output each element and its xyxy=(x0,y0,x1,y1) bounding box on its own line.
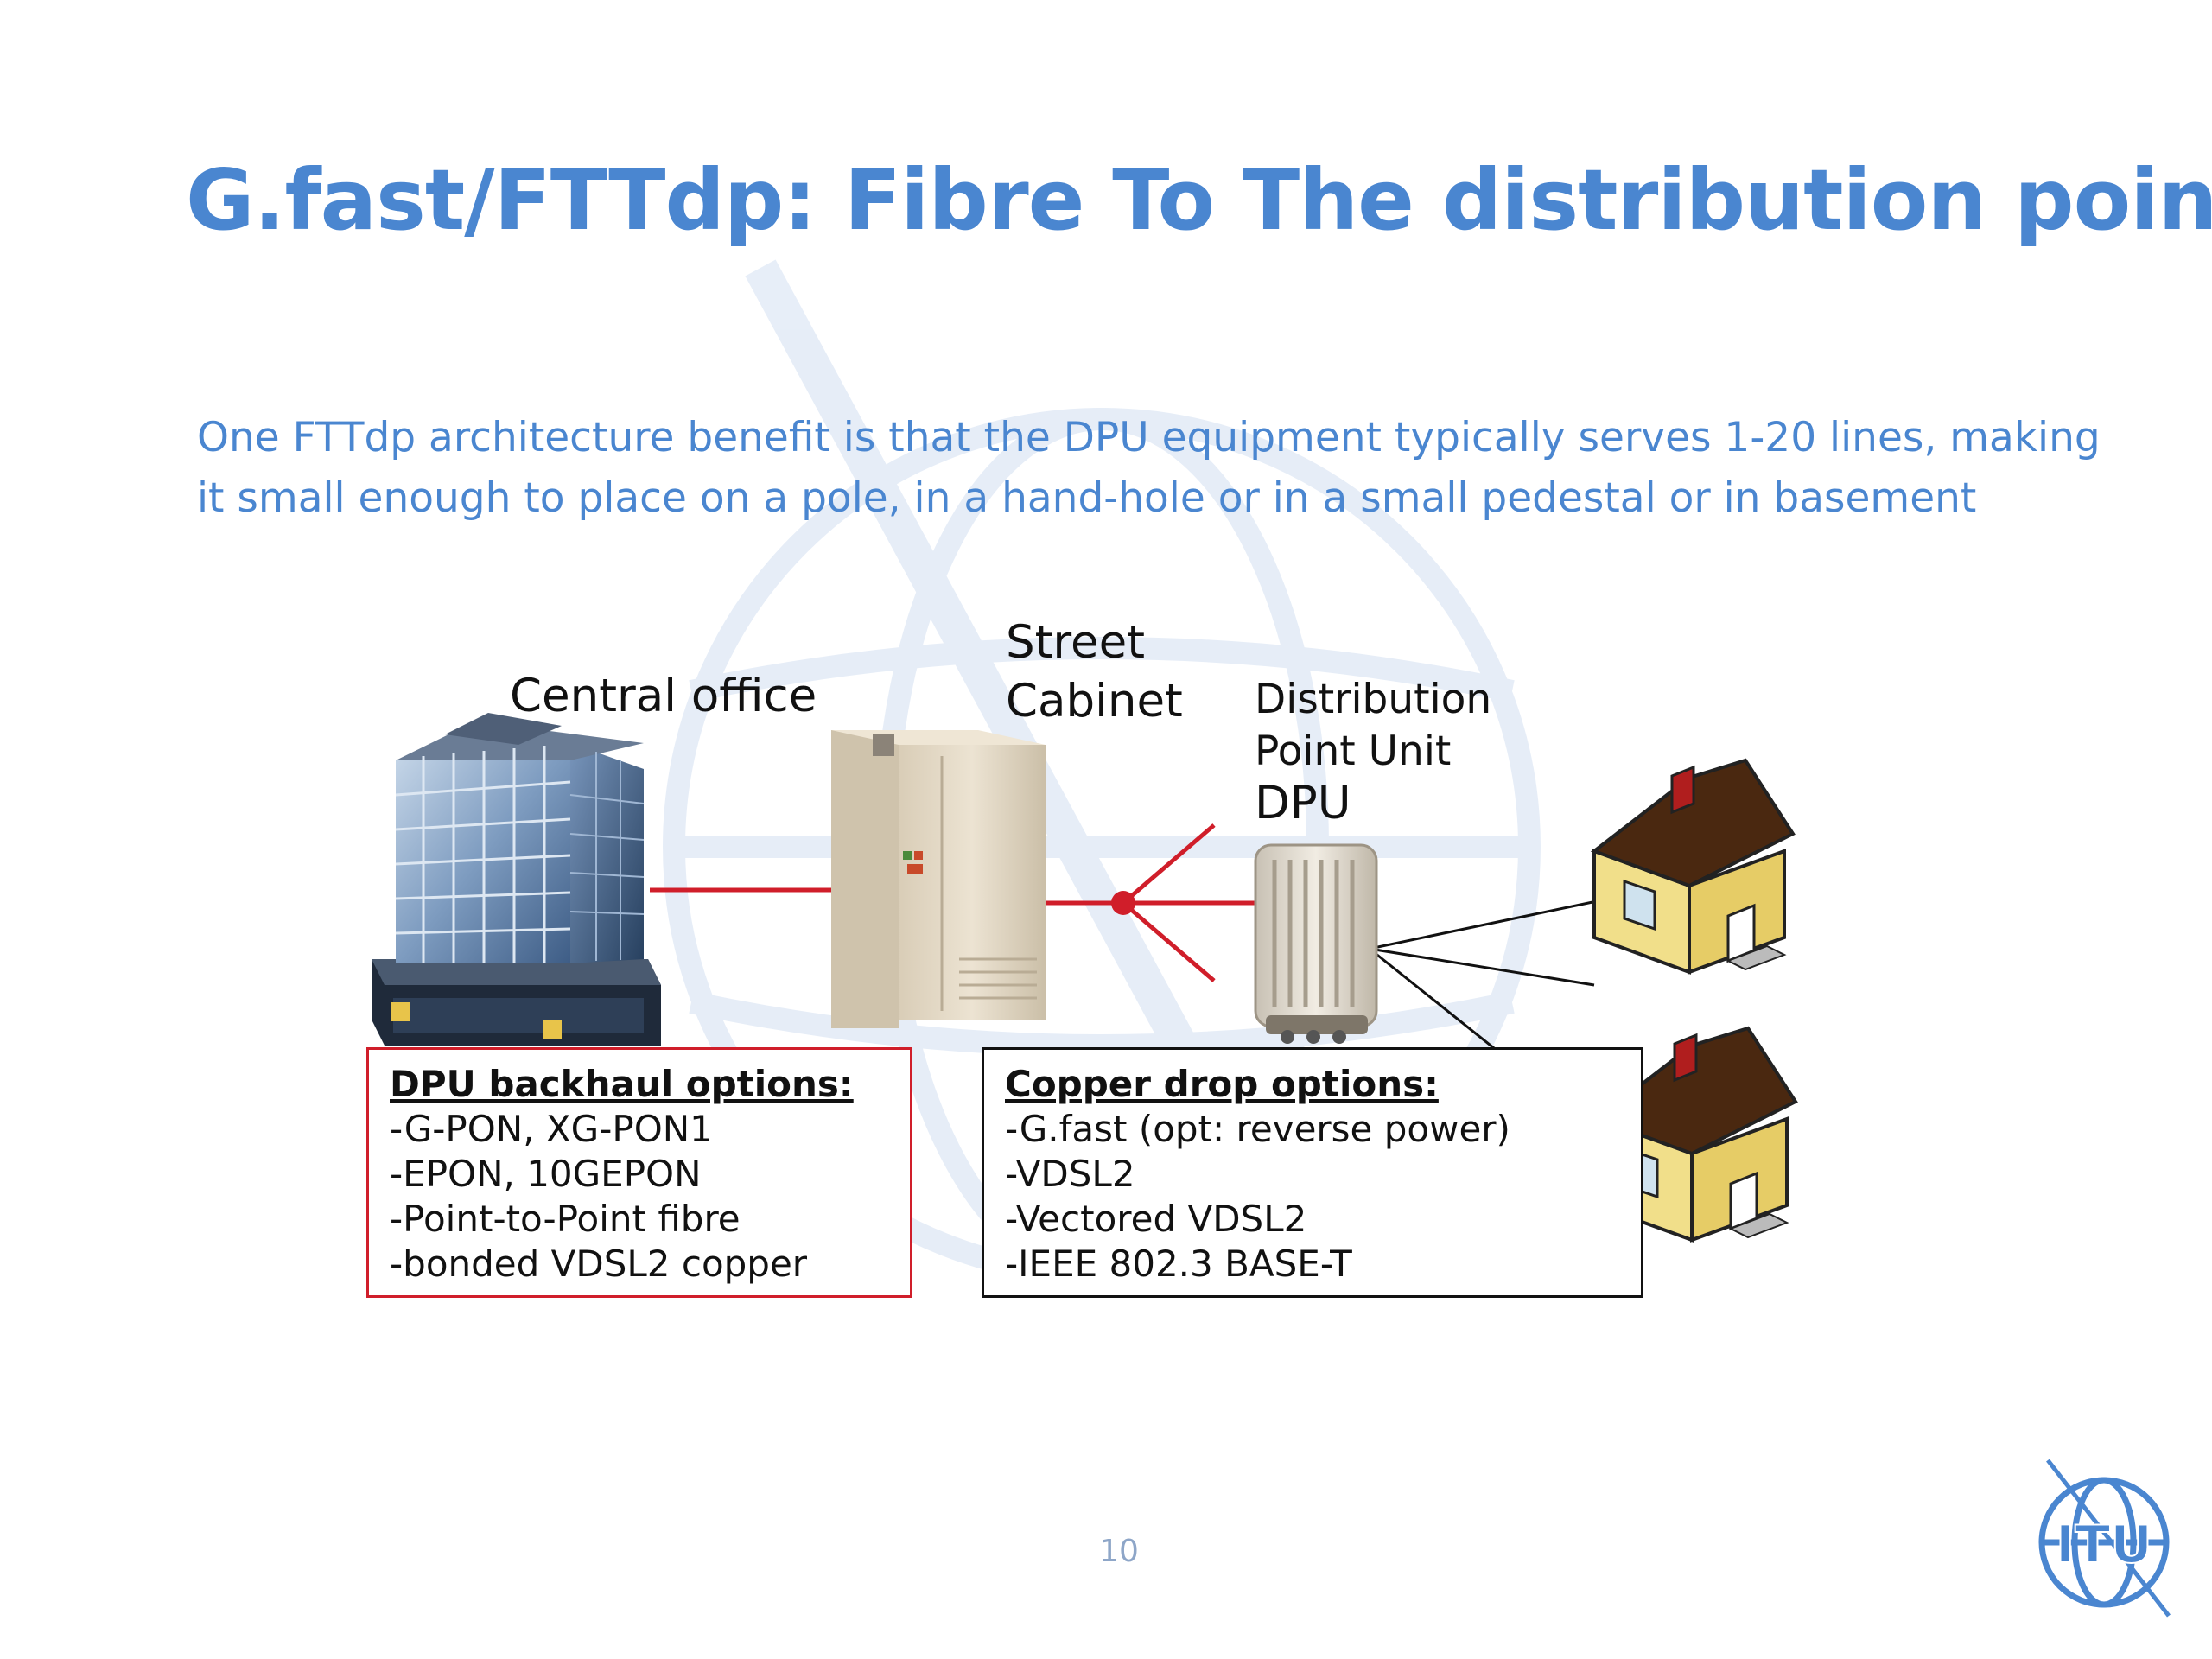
backhaul-item: -G-PON, XG-PON1 xyxy=(390,1108,713,1150)
dpu-label-line2: Point Unit xyxy=(1255,728,1452,775)
copper-item: -G.fast (opt: reverse power) xyxy=(1005,1108,1510,1150)
street-cabinet-label: Street Cabinet xyxy=(1006,613,1183,731)
slide-title: G.fast/FTTdp: Fibre To The distribution … xyxy=(186,151,2212,249)
intro-line-2: it small enough to place on a pole, in a… xyxy=(197,474,1977,522)
backhaul-options-box: DPU backhaul options: -G-PON, XG-PON1 -E… xyxy=(366,1047,912,1298)
copper-item: -IEEE 802.3 BASE-T xyxy=(1005,1243,1352,1285)
dpu-label-line3: DPU xyxy=(1255,777,1351,830)
itu-logo-text: ITU xyxy=(2056,1515,2152,1575)
street-cabinet-label-line2: Cabinet xyxy=(1006,675,1183,728)
copper-options-box: Copper drop options: -G.fast (opt: rever… xyxy=(982,1047,1643,1298)
backhaul-item: -Point-to-Point fibre xyxy=(390,1198,741,1240)
copper-item: -VDSL2 xyxy=(1005,1153,1135,1195)
backhaul-item: -EPON, 10GEPON xyxy=(390,1153,702,1195)
splitter-node xyxy=(1111,891,1135,915)
intro-text: One FTTdp architecture benefit is that t… xyxy=(197,408,2141,529)
backhaul-heading: DPU backhaul options: xyxy=(390,1063,854,1105)
copper-item: -Vectored VDSL2 xyxy=(1005,1198,1307,1240)
street-cabinet-label-line1: Street xyxy=(1006,616,1146,669)
street-cabinet-icon xyxy=(831,730,1046,1028)
dpu-unit-icon xyxy=(1254,843,1378,1044)
house-icon xyxy=(1590,758,1796,975)
dpu-label-line1: Distribution xyxy=(1255,676,1492,723)
copper-heading: Copper drop options: xyxy=(1005,1063,1439,1105)
backhaul-item: -bonded VDSL2 copper xyxy=(390,1243,808,1285)
central-office-label: Central office xyxy=(510,670,817,722)
fibre-links xyxy=(650,823,1266,982)
intro-line-1: One FTTdp architecture benefit is that t… xyxy=(197,414,2101,461)
page-number: 10 xyxy=(1099,1534,1139,1569)
itu-logo-icon xyxy=(2038,1459,2171,1618)
dpu-label: Distribution Point Unit DPU xyxy=(1255,674,1491,830)
central-office-building-icon xyxy=(372,713,661,1046)
